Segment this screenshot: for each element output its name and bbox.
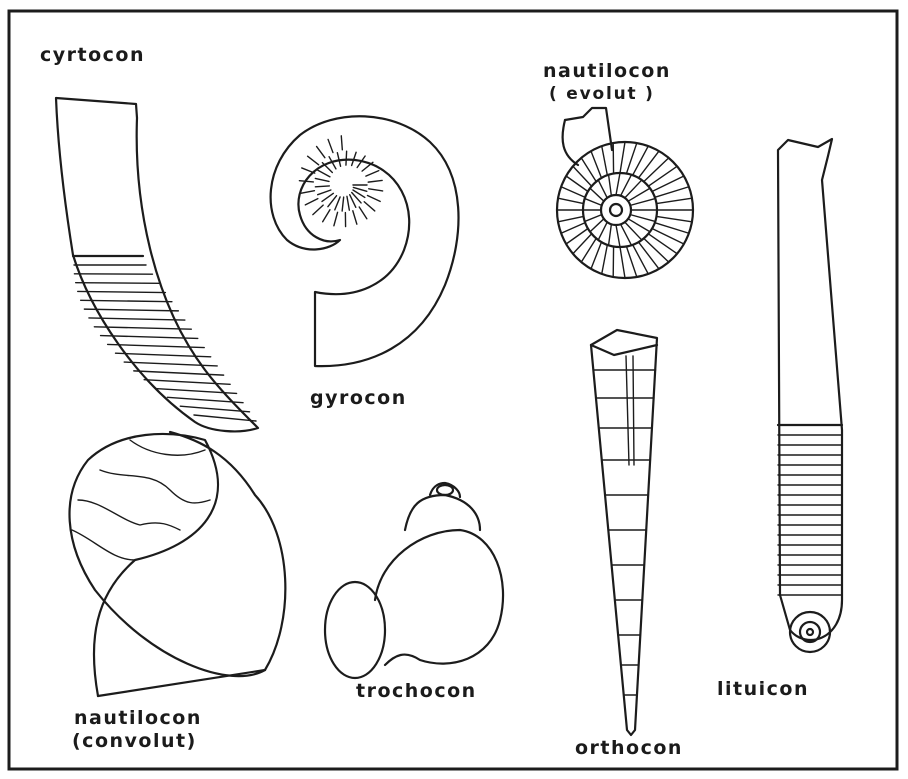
nautilocon-inner-septum — [598, 180, 607, 198]
label-lituicon: lituicon — [717, 678, 809, 700]
gyrocon-septum — [341, 136, 342, 150]
gyrocon-septum — [359, 207, 367, 219]
label-nautilocon-evolut-sub: ( evolut ) — [549, 83, 655, 105]
nautilocon-inner-septum — [609, 224, 612, 245]
gyrocon-septum — [367, 195, 380, 201]
cyrtocon-septum — [84, 309, 178, 311]
nautilocon-inner-septum — [630, 199, 655, 206]
trochocon-shell — [325, 483, 503, 678]
nautilocon-septum — [620, 142, 625, 173]
cyrtocon-septum — [155, 389, 236, 394]
nautilocon-septum — [648, 234, 677, 254]
gyrocon-septum — [334, 212, 338, 226]
cyrtocon-septum — [124, 362, 217, 366]
nautilocon-inner-septum — [616, 225, 620, 247]
cyrtocon-septum — [76, 283, 159, 284]
gyrocon-septum — [302, 168, 315, 173]
nautilocon-septum — [639, 242, 660, 269]
gyrocon-septa — [299, 136, 382, 227]
cyrtocon-septum — [116, 353, 211, 357]
gyrocon-septum — [322, 193, 333, 201]
nautilocon-septum — [648, 166, 677, 186]
nautilocon-inner-septum — [585, 199, 602, 206]
gyrocon-septum — [301, 191, 315, 194]
gyrocon-septum — [318, 170, 330, 177]
gyrocon-septum — [318, 190, 331, 195]
nautilocon-inner-septum — [609, 175, 612, 196]
nautilocon-septum — [602, 245, 608, 274]
figure-frame — [9, 11, 897, 769]
nautilocon-septum — [620, 247, 625, 278]
cyrtocon-septum — [144, 380, 230, 385]
gyrocon-septum — [313, 205, 323, 214]
nautilocon-septum — [644, 238, 669, 262]
cyrtocon-septum — [78, 291, 166, 292]
gyrocon-septum — [315, 186, 329, 187]
gyrocon-septum — [346, 151, 347, 165]
nautilocon-septum — [602, 146, 608, 175]
gyrocon-septum — [323, 210, 330, 222]
label-trochocon: trochocon — [356, 680, 477, 702]
cyrtocon-shell — [56, 98, 258, 431]
cyrtocon-septum — [134, 371, 224, 375]
nautilocon-septum — [561, 223, 585, 234]
nautilocon-inner-septum — [585, 215, 602, 222]
gyrocon-septum — [328, 139, 333, 152]
lituicon-shell — [778, 139, 842, 652]
label-nautilocon-convolut: nautilocon — [74, 707, 202, 729]
gyrocon-septum — [353, 211, 357, 224]
nautilocon-septum — [561, 187, 585, 198]
nautilocon-inner-septum — [616, 173, 620, 195]
gyrocon-septum — [328, 196, 337, 207]
nautilocon-septum — [591, 151, 602, 178]
gyrocon-septum — [308, 156, 319, 165]
label-nautilocon-convolut-sub: (convolut) — [72, 730, 197, 752]
nautilocon-inner-septum — [630, 215, 655, 222]
gyrocon-septum — [366, 171, 379, 176]
gyrocon-septum — [368, 180, 382, 182]
gyrocon-septum — [364, 202, 375, 211]
nautilocon-septum — [591, 242, 602, 269]
label-orthocon: orthocon — [575, 737, 683, 759]
nautilocon-septum — [644, 158, 669, 182]
gyrocon-septum — [299, 181, 313, 182]
gyrocon-septum — [335, 197, 340, 210]
gyrocon-shell — [271, 116, 459, 366]
orthocon-shell — [591, 330, 657, 735]
nautilocon-septum — [639, 151, 660, 178]
nautilocon-septum — [558, 216, 584, 221]
gyrocon-septum — [342, 197, 344, 211]
nautilocon-convolut-shell — [70, 432, 286, 696]
nautilocon-septum — [656, 198, 692, 203]
nautilocon-evolut-shell — [557, 108, 693, 278]
nautilocon-septum — [656, 216, 692, 221]
gyrocon-septum — [347, 196, 349, 210]
gyrocon-septum — [305, 199, 318, 205]
gyrocon-septum — [315, 178, 329, 181]
nautilocon-inner-septum — [590, 219, 604, 232]
gyrocon-septum — [317, 146, 325, 157]
label-cyrtocon: cyrtocon — [40, 44, 145, 66]
nautilocon-septum — [558, 198, 584, 203]
gyrocon-septum — [369, 189, 383, 191]
lituicon-septa — [778, 435, 842, 595]
label-gyrocon: gyrocon — [310, 387, 407, 409]
nautilocon-inner-septum — [598, 222, 607, 240]
label-nautilocon-evolut: nautilocon — [543, 60, 671, 82]
cyrtocon-septum — [81, 300, 172, 301]
nautilocon-inner-septum — [590, 188, 604, 201]
